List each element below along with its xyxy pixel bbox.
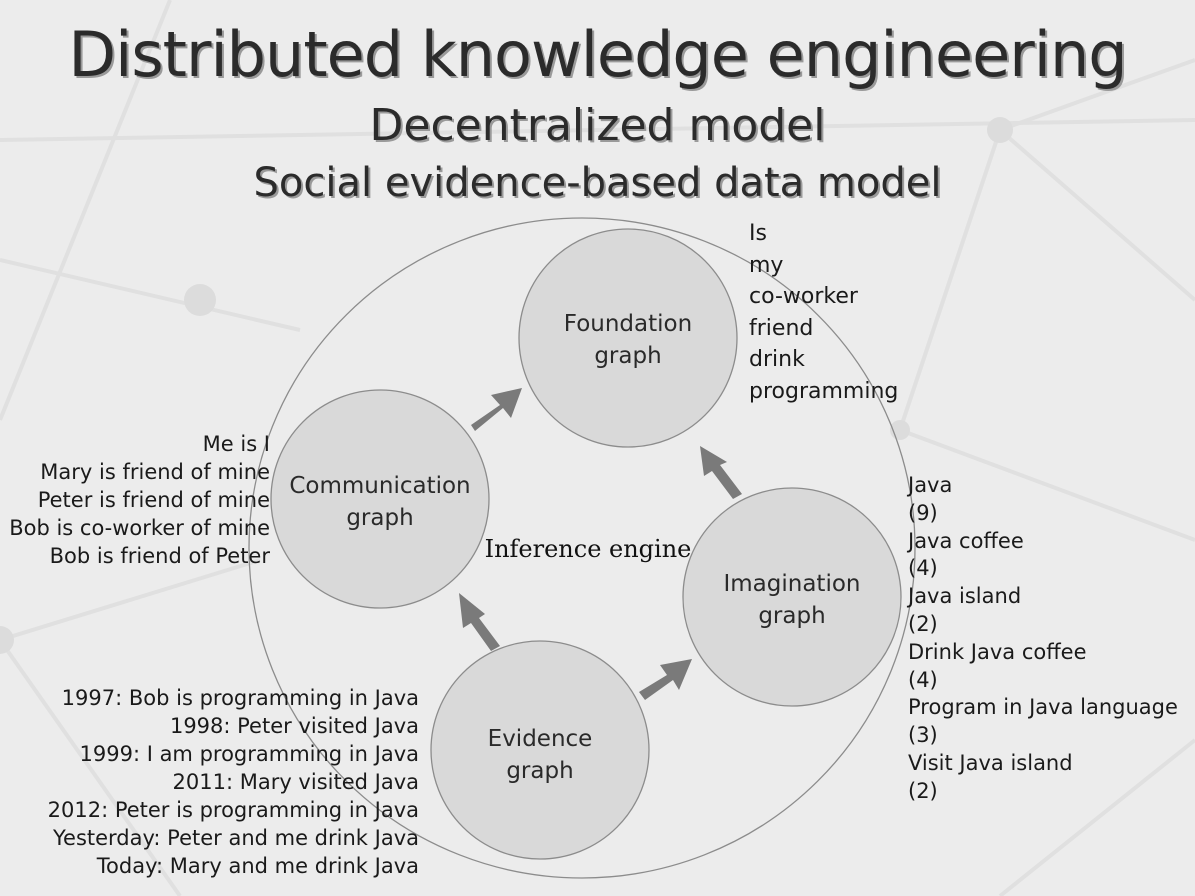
imagination-terms-list: Java (9) Java coffee (4) Java island (2)… [908, 472, 1178, 806]
imagination-term-count: (2) [908, 611, 938, 636]
arrow-imagination-to-foundation [700, 446, 742, 499]
foundation-term: co-worker [749, 284, 858, 310]
inference-engine-label: Inference engine [485, 535, 692, 563]
arrow-communication-to-foundation [471, 388, 522, 431]
evidence-event: Yesterday: Peter and me drink Java [52, 826, 419, 850]
imagination-term-count: (2) [908, 778, 938, 803]
slide-title: Distributed knowledge engineering [68, 18, 1127, 91]
imagination-label-line1: Imagination [723, 571, 860, 597]
evidence-event: Today: Mary and me drink Java [96, 854, 419, 878]
arrow-evidence-to-imagination [639, 659, 692, 700]
imagination-term: Visit Java island [908, 750, 1073, 775]
evidence-event: 1998: Peter visited Java [169, 714, 419, 738]
foundation-term: Is [749, 221, 767, 246]
communication-statement: Me is I [202, 432, 270, 456]
communication-label-line1: Communication [289, 473, 470, 499]
imagination-term-count: (3) [908, 723, 938, 748]
foundation-term: programming [749, 378, 899, 404]
imagination-term: Java [908, 473, 953, 497]
foundation-terms-list: Is my co-worker friend drink programming [749, 218, 898, 408]
evidence-graph-node [430, 640, 650, 860]
imagination-term-count: (4) [908, 556, 938, 581]
inference-engine-boundary [248, 217, 916, 879]
communication-statement: Mary is friend of mine [40, 460, 270, 484]
evidence-events-list: 1997: Bob is programming in Java 1998: P… [48, 684, 419, 880]
communication-statements-list: Me is I Mary is friend of mine Peter is … [9, 430, 270, 570]
imagination-term: Java island [908, 584, 1022, 609]
communication-graph-node [270, 389, 490, 609]
imagination-term: Java coffee [908, 528, 1024, 553]
imagination-graph-node [682, 487, 902, 707]
foundation-term: drink [749, 347, 805, 373]
evidence-event: 2011: Mary visited Java [172, 770, 419, 794]
foundation-label-line2: graph [594, 343, 661, 369]
imagination-label-line2: graph [758, 603, 825, 629]
arrow-evidence-to-communication [459, 593, 500, 651]
slide-subtitle-social-model: Social evidence-based data model [253, 160, 942, 206]
evidence-event: 2012: Peter is programming in Java [47, 798, 419, 822]
communication-statement: Bob is co-worker of mine [9, 516, 270, 540]
communication-statement: Bob is friend of Peter [49, 544, 270, 568]
slide-subtitle-decentralized: Decentralized model [369, 100, 826, 151]
evidence-event: 1997: Bob is programming in Java [61, 686, 419, 710]
communication-statement: Peter is friend of mine [37, 488, 270, 512]
imagination-term-count: (9) [908, 500, 938, 525]
foundation-label-line1: Foundation [564, 311, 692, 337]
evidence-label-line2: graph [506, 758, 573, 784]
foundation-graph-node [518, 228, 738, 448]
communication-label-line2: graph [346, 505, 413, 531]
evidence-label-line1: Evidence [488, 726, 593, 752]
imagination-term-count: (4) [908, 667, 938, 692]
imagination-term: Program in Java language [908, 695, 1178, 720]
imagination-term: Drink Java coffee [908, 639, 1087, 664]
evidence-event: 1999: I am programming in Java [79, 742, 420, 766]
foundation-term: my [749, 252, 784, 278]
foundation-term: friend [749, 315, 814, 341]
